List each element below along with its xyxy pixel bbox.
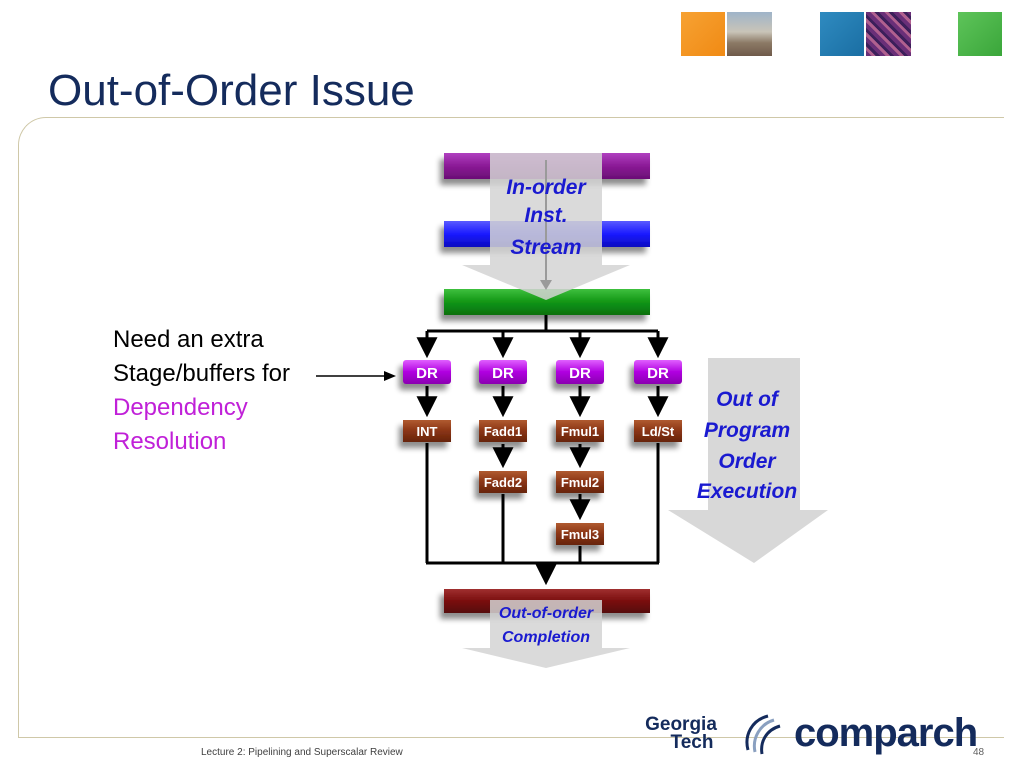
page-number: 48 — [973, 747, 985, 758]
note-line-1: Need an extra — [113, 326, 264, 353]
int-unit-box — [403, 420, 451, 442]
side-note: Need an extra Stage/buffers for Dependen… — [113, 323, 290, 459]
dr-box-4 — [634, 360, 682, 384]
fmul2-unit-label: Fmul2 — [561, 475, 599, 490]
stream-label-1: In-order — [506, 176, 587, 199]
fadd1-unit-box — [479, 420, 527, 442]
ldst-unit-box — [634, 420, 682, 442]
dr-box-2 — [479, 360, 527, 384]
dr-box-3 — [556, 360, 604, 384]
ooo-label-3: Order — [718, 450, 777, 473]
georgia-tech-logo: Georgia Tech — [636, 714, 726, 753]
slide-title: Out-of-Order Issue — [48, 66, 415, 115]
fadd2-unit-label: Fadd2 — [484, 475, 522, 490]
fadd1-unit-label: Fadd1 — [484, 424, 522, 439]
completion-label-2: Completion — [502, 629, 590, 646]
decor-blue-square — [820, 12, 864, 56]
stream-guide-arrowhead — [540, 280, 552, 290]
decor-chip-photo — [866, 12, 911, 56]
stream-label-3: Stream — [510, 236, 581, 259]
fanout-lines — [416, 315, 669, 359]
comparch-logo: comparch — [794, 711, 978, 755]
note-pointer-arrowhead — [384, 371, 396, 381]
dr-label-3: DR — [569, 365, 591, 382]
fmul3-unit-box — [556, 523, 604, 545]
decor-orange-square — [681, 12, 725, 56]
ooo-label-2: Program — [704, 419, 790, 442]
fmul2-unit-box — [556, 471, 604, 493]
gt-logo-line-2: Tech — [670, 732, 714, 753]
fadd2-unit-box — [479, 471, 527, 493]
dr-to-fu-arrows — [416, 386, 669, 418]
dr-label-4: DR — [647, 365, 669, 382]
completion-arrow — [462, 600, 630, 668]
ooo-label-1: Out of — [716, 388, 780, 411]
footer-lecture-title: Lecture 2: Pipelining and Superscalar Re… — [201, 747, 403, 758]
ooo-execution-arrow — [668, 358, 828, 563]
fu-chain-arrows — [492, 444, 591, 521]
decor-campus-photo — [727, 12, 772, 56]
ldst-unit-label: Ld/St — [642, 424, 675, 439]
fmul1-unit-label: Fmul1 — [561, 424, 599, 439]
note-highlight-1: Dependency — [113, 394, 248, 421]
gt-logo-line-1: Georgia — [645, 714, 717, 735]
join-lines — [425, 443, 660, 586]
dr-label-1: DR — [416, 365, 438, 382]
ooo-label-4: Execution — [697, 480, 797, 503]
content-frame — [18, 117, 1004, 738]
dr-box-1 — [403, 360, 451, 384]
completion-label-1: Out-of-order — [499, 605, 594, 622]
note-highlight-2: Resolution — [113, 428, 227, 455]
fmul1-unit-box — [556, 420, 604, 442]
decor-green-square — [958, 12, 1002, 56]
note-line-2: Stage/buffers for — [113, 360, 290, 387]
dr-label-2: DR — [492, 365, 514, 382]
stream-label-2: Inst. — [524, 204, 567, 227]
gt-swirl-icon — [745, 714, 781, 755]
int-unit-label: INT — [417, 424, 438, 439]
fmul3-unit-label: Fmul3 — [561, 527, 599, 542]
